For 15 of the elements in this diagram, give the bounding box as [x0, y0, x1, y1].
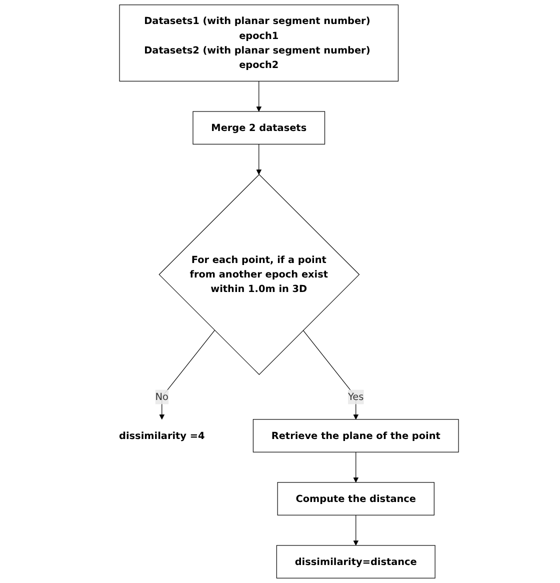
node-box: Retrieve the plane of the point [253, 419, 460, 452]
arrow [354, 452, 359, 483]
arrow [160, 330, 216, 420]
edge-label: Yes [348, 390, 364, 402]
arrow [354, 514, 359, 546]
node-box: Datasets1 (with planar segment number) epoch1 Datasets2 (with planar segment number) epoch2 [120, 4, 399, 82]
arrow [303, 330, 359, 420]
arrow [256, 144, 262, 175]
node-box: Compute the distance [278, 482, 435, 516]
edge-label: No [156, 390, 169, 402]
node-box: Merge 2 datasets [193, 111, 326, 144]
node-box: dissimilarity=distance [276, 545, 436, 578]
arrow [256, 80, 262, 112]
node-text: dissimilarity =4 [119, 430, 206, 442]
node-diamond: For each point, if a point from another epoch exist within 1.0m in 3D [159, 174, 360, 375]
